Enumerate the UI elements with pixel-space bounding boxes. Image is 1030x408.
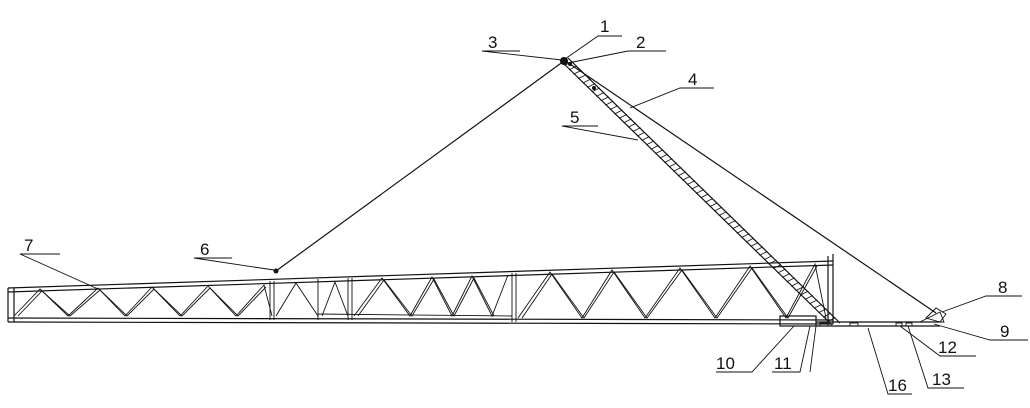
label-3: 3 [488,33,497,52]
hatch-mark [723,215,732,221]
mast-strut [559,57,841,326]
label-5: 5 [570,108,579,127]
hatch-mark [596,91,605,97]
component-labels: 1 2 3 4 5 6 7 8 9 10 11 12 13 16 [24,17,1009,395]
hatch-mark [645,140,655,146]
hatch-mark [822,312,832,318]
label-4: 4 [688,70,697,89]
hatch-mark [587,83,596,88]
label-2: 2 [636,33,645,52]
hatch-mark [736,228,745,234]
hatch-mark [582,78,591,84]
hatch-mark [673,167,682,172]
hatch-mark [636,131,646,137]
hatch-mark [700,193,709,199]
hatch-mark [614,109,623,115]
hatch-mark [713,206,723,212]
hatch-mark [577,74,587,80]
hatch-mark [786,277,795,283]
hatch-mark [795,286,804,292]
hatch-mark [732,224,741,230]
hatch-mark [745,237,755,243]
hatch-mark [741,233,750,239]
hatch-mark [754,246,764,252]
hatch-mark [668,162,677,168]
hatch-mark [568,65,578,71]
deck-platform [779,307,947,327]
label-9: 9 [1000,322,1009,341]
hatch-mark [791,281,800,287]
mast-hatching [564,61,836,322]
hatch-mark [659,153,668,159]
hatch-mark [709,202,718,208]
label-12: 12 [938,338,957,357]
label-1: 1 [600,17,609,36]
label-10: 10 [716,354,735,373]
hatch-mark [591,87,600,93]
hatch-mark [641,136,650,141]
hatch-mark [691,184,700,190]
hatch-mark [664,158,673,163]
hatch-mark [682,175,691,181]
hatch-mark [623,118,632,124]
hatch-mark [759,250,768,256]
hatch-mark [727,220,736,225]
hatch-mark [655,149,664,155]
label-7: 7 [24,236,33,255]
hatch-mark [813,303,823,309]
hatch-mark [800,290,809,296]
hatch-mark [650,144,659,150]
hatch-mark [768,259,777,265]
hatch-mark [818,308,827,314]
label-13: 13 [932,370,951,389]
hatch-mark [804,295,813,300]
hatch-mark [809,299,818,305]
mast-head [560,57,596,90]
hatch-mark [609,105,619,110]
hatch-mark [827,317,836,322]
hatch-mark [695,189,705,194]
hatch-mark [781,273,791,278]
label-11: 11 [774,354,792,373]
hatch-mark [677,171,687,177]
hatch-mark [618,114,628,119]
cables [275,60,937,314]
jib-node [273,268,279,274]
hatch-mark [763,255,773,261]
hatch-mark [632,127,641,133]
hatch-mark [600,96,609,102]
hatch-mark [605,100,614,106]
hatch-mark [750,242,759,247]
hatch-mark [627,122,637,128]
hatch-mark [704,197,714,203]
hatch-mark [686,180,696,186]
hatch-mark [777,268,786,274]
label-6: 6 [200,240,209,259]
leader-lines [19,35,1028,395]
truss-jib [7,254,834,325]
label-16: 16 [888,376,907,395]
hatch-mark [772,264,782,269]
label-8: 8 [998,278,1007,297]
hatch-mark [718,211,727,216]
